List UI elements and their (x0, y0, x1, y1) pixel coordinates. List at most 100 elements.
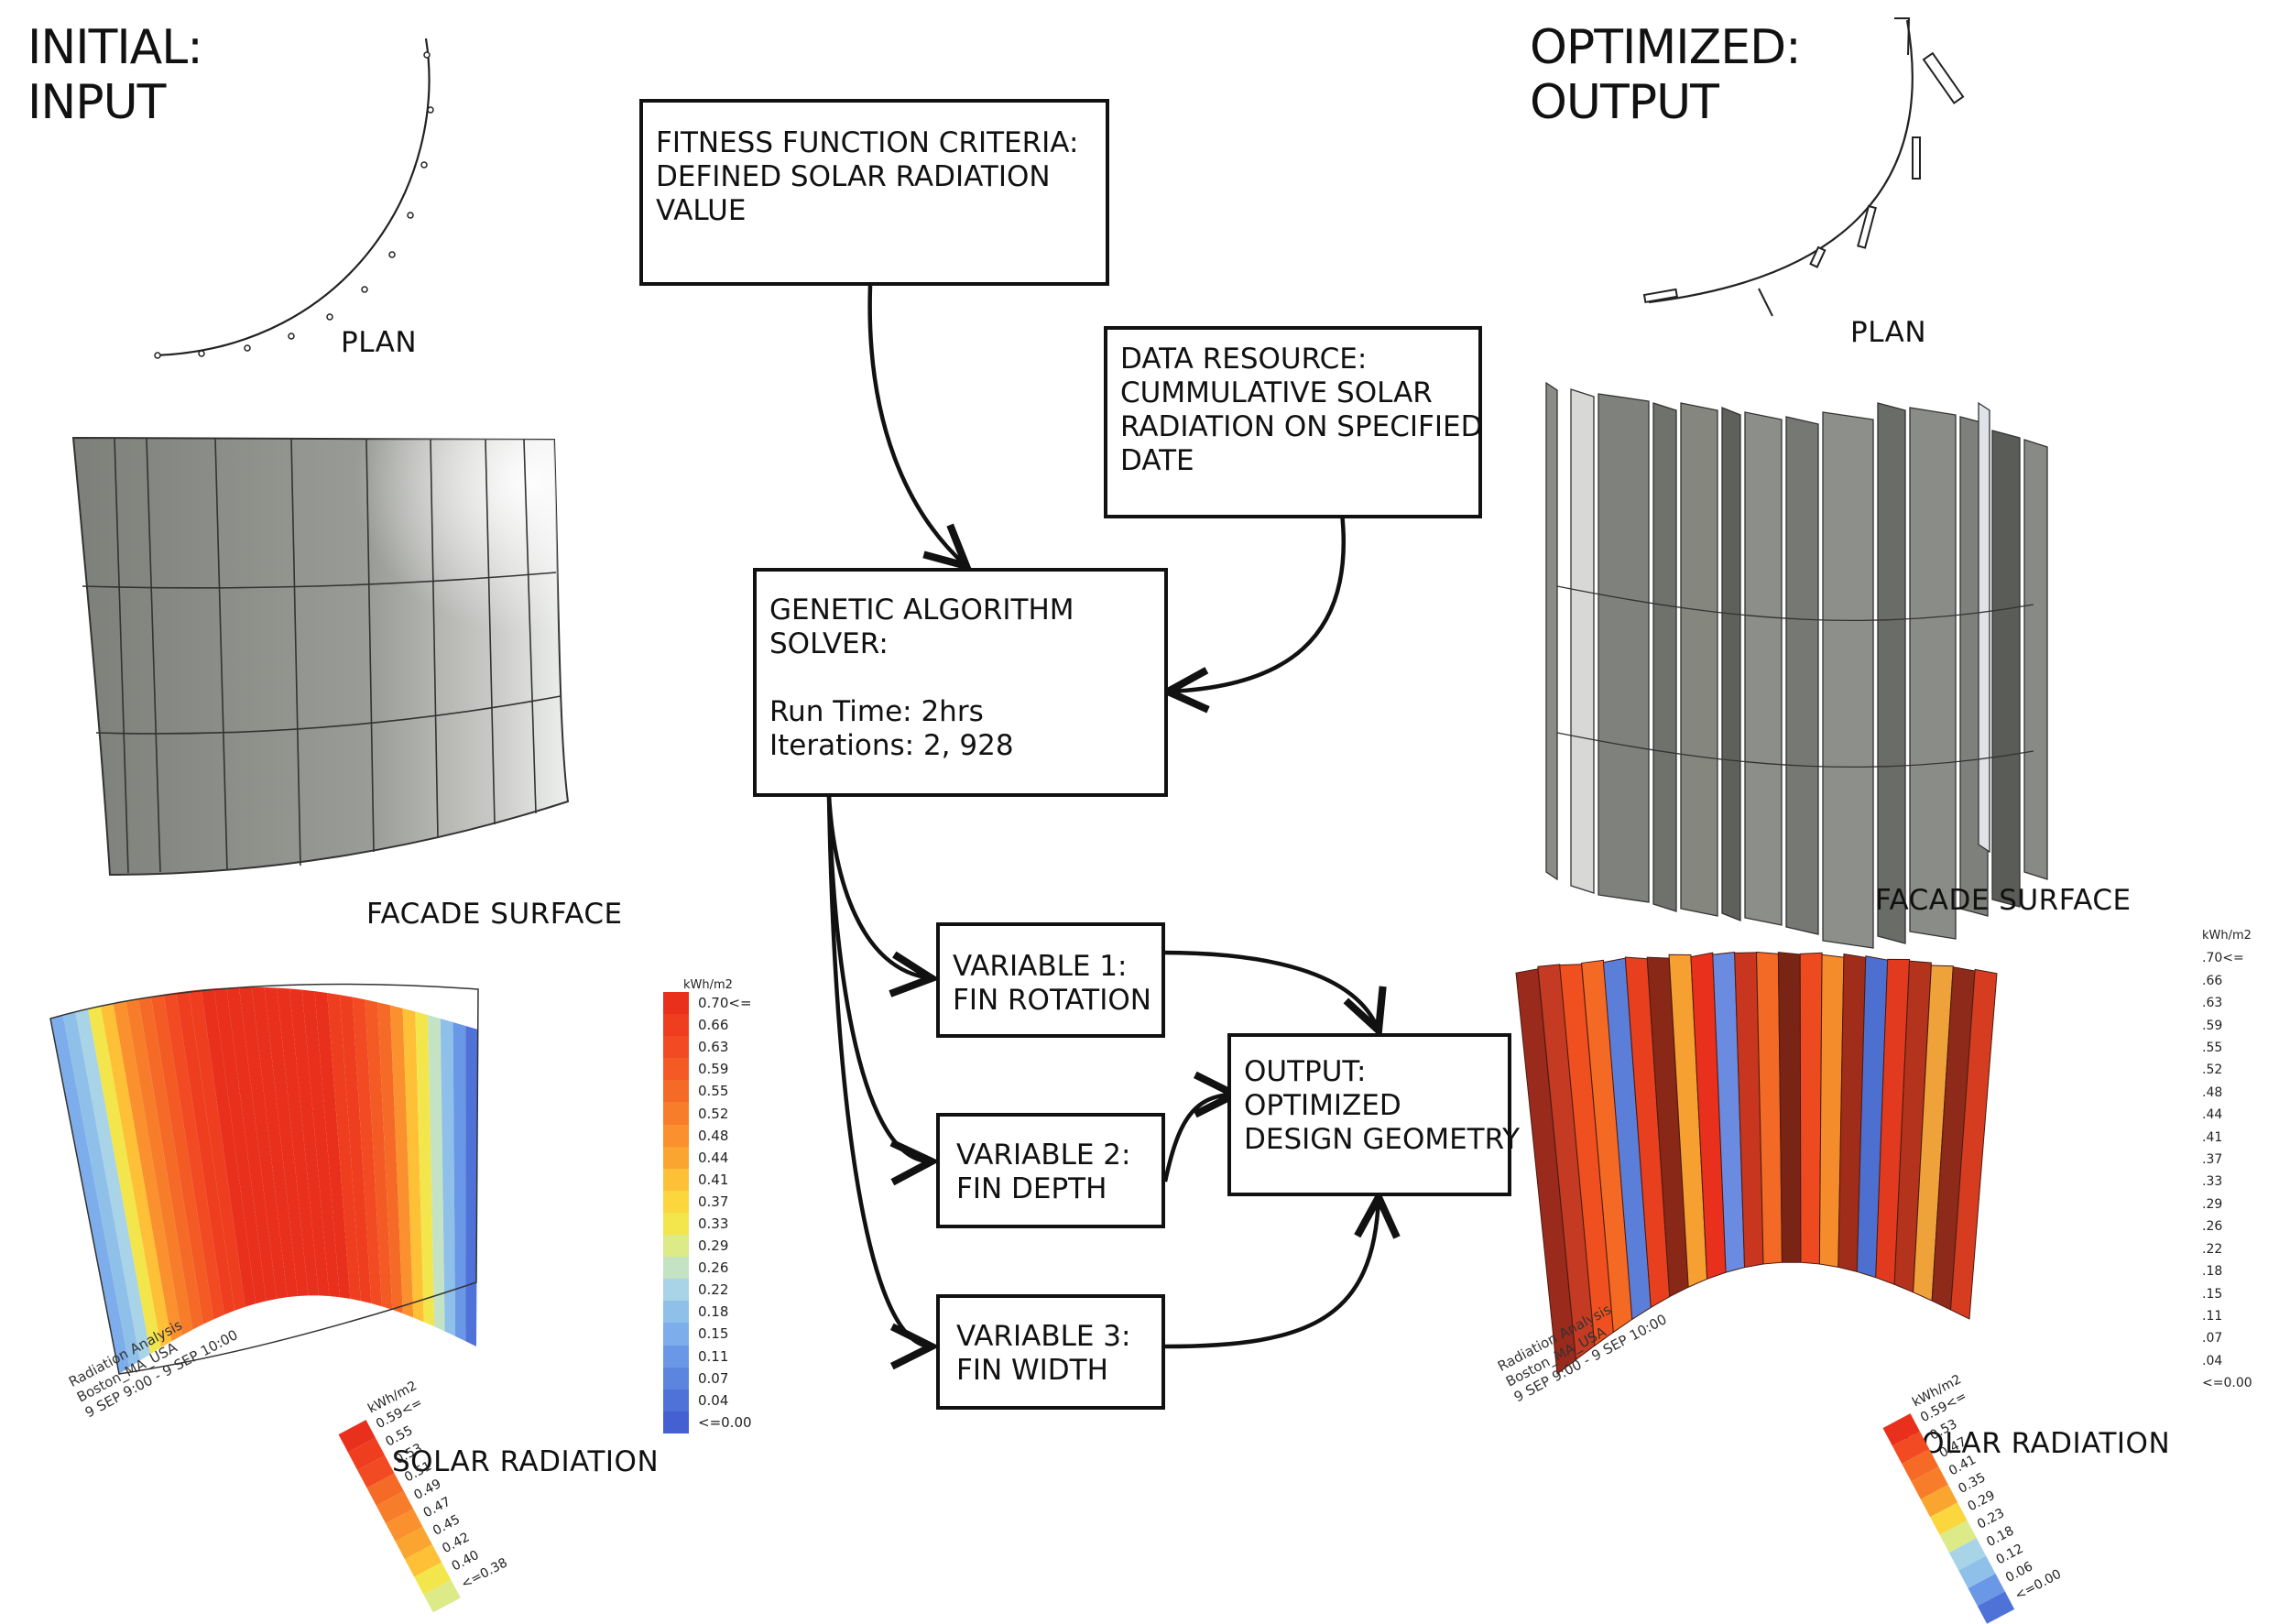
legend-swatch (663, 1279, 689, 1301)
legend-value: .44 (2202, 1104, 2252, 1126)
initial-legend-row: 0.15 (663, 1323, 752, 1345)
legend-value: 0.70<= (698, 995, 752, 1011)
legend-value: .52 (2202, 1059, 2252, 1081)
legend-value: .48 (2202, 1082, 2252, 1104)
legend-value: .55 (2202, 1037, 2252, 1059)
genetic-algorithm-solver-box: GENETIC ALGORITHM SOLVER: Run Time: 2hrs… (753, 568, 1168, 797)
initial-legend-row: 0.66 (663, 1014, 752, 1036)
legend-value: 0.07 (698, 1370, 728, 1387)
initial-plan-arc (155, 38, 433, 358)
legend-swatch (663, 1102, 689, 1124)
legend-swatch (663, 1368, 689, 1390)
legend-value: 0.48 (698, 1128, 728, 1144)
legend-value: .22 (2202, 1238, 2252, 1260)
optimized-title: OPTIMIZED: OUTPUT (1530, 20, 1801, 130)
facade-fin (1823, 412, 1873, 948)
legend-value: 0.22 (698, 1281, 728, 1298)
legend-value: .07 (2202, 1327, 2252, 1349)
legend-swatch (663, 1036, 689, 1058)
legend-value: 0.52 (698, 1106, 728, 1122)
legend-value: 0.59 (698, 1061, 728, 1077)
legend-swatch (663, 1323, 689, 1345)
legend-value: .26 (2202, 1215, 2252, 1237)
legend-swatch (663, 1257, 689, 1279)
output-box: OUTPUT: OPTIMIZED DESIGN GEOMETRY (1227, 1033, 1511, 1196)
initial-legend-row: 0.52 (663, 1102, 752, 1124)
initial-legend-row: 0.44 (663, 1147, 752, 1169)
legend-value: 0.44 (698, 1150, 728, 1166)
legend-value: .37 (2202, 1149, 2252, 1171)
legend-swatch (663, 1147, 689, 1169)
optimized-legend: kWh/m2 .70<=.66.63.59.55.52.48.44.41.37.… (2202, 925, 2252, 1395)
initial-plan-label: PLAN (341, 326, 417, 359)
initial-legend-row: 0.70<= (663, 992, 752, 1014)
legend-value: 0.26 (698, 1259, 728, 1276)
facade-fin (1878, 403, 1905, 943)
facade-fin (1745, 412, 1782, 925)
facade-fin (1786, 417, 1818, 934)
legend-value: .18 (2202, 1260, 2252, 1282)
radiation-fin (1778, 953, 1801, 1263)
initial-solar-surface (50, 985, 478, 1374)
facade-fin (2024, 440, 2047, 879)
legend-swatch (663, 1080, 689, 1102)
legend-value: <=0.00 (2202, 1372, 2252, 1394)
legend-swatch (663, 1058, 689, 1080)
facade-fin (1546, 383, 1557, 879)
initial-legend-unit: kWh/m2 (683, 978, 733, 992)
initial-facade-surface (73, 438, 568, 875)
radiation-fin (1800, 953, 1822, 1264)
legend-swatch (663, 1301, 689, 1323)
legend-value: 0.37 (698, 1193, 728, 1210)
legend-value: 0.04 (698, 1392, 728, 1409)
legend-swatch (663, 1411, 689, 1433)
variable-3-box: VARIABLE 3: FIN WIDTH (936, 1294, 1165, 1410)
initial-legend-row: 0.59 (663, 1058, 752, 1080)
initial-legend-row: 0.04 (663, 1390, 752, 1411)
initial-legend-row: 0.07 (663, 1368, 752, 1390)
facade-fin (1598, 394, 1649, 902)
optimized-plan-label: PLAN (1850, 316, 1926, 349)
legend-value: 0.66 (698, 1017, 728, 1033)
legend-value: 0.33 (698, 1215, 728, 1232)
initial-legend-row: 0.29 (663, 1235, 752, 1257)
legend-value: 0.63 (698, 1039, 728, 1055)
legend-value: .66 (2202, 970, 2252, 992)
legend-swatch (663, 1169, 689, 1191)
facade-fin (1681, 403, 1718, 916)
legend-value: .63 (2202, 992, 2252, 1014)
legend-swatch (663, 1346, 689, 1368)
legend-value: .04 (2202, 1350, 2252, 1372)
legend-value: .11 (2202, 1305, 2252, 1327)
legend-value: 0.11 (698, 1348, 728, 1365)
fitness-function-box: FITNESS FUNCTION CRITERIA: DEFINED SOLAR… (639, 99, 1109, 286)
initial-facade-label: FACADE SURFACE (366, 898, 623, 931)
facade-fin (1653, 403, 1676, 911)
legend-swatch (663, 1125, 689, 1147)
initial-legend-row: 0.11 (663, 1346, 752, 1368)
legend-swatch (663, 1213, 689, 1235)
legend-value: .15 (2202, 1283, 2252, 1305)
legend-value: .41 (2202, 1127, 2252, 1149)
legend-swatch (663, 1014, 689, 1036)
initial-legend-row: 0.41 (663, 1169, 752, 1191)
initial-legend-row: 0.18 (663, 1301, 752, 1323)
legend-value: .33 (2202, 1171, 2252, 1193)
legend-value: 0.41 (698, 1172, 728, 1188)
facade-fin (1979, 403, 1990, 852)
variable-2-box: VARIABLE 2: FIN DEPTH (936, 1113, 1165, 1228)
initial-legend-row: 0.48 (663, 1125, 752, 1147)
legend-value: 0.55 (698, 1083, 728, 1099)
legend-value: .59 (2202, 1015, 2252, 1037)
legend-value: .70<= (2202, 947, 2252, 969)
legend-swatch (663, 992, 689, 1014)
legend-swatch (663, 1191, 689, 1213)
facade-fin (1910, 408, 1956, 939)
facade-fin (1722, 408, 1740, 921)
initial-legend-row: 0.33 (663, 1213, 752, 1235)
variable-1-box: VARIABLE 1: FIN ROTATION (936, 922, 1165, 1038)
optimized-facade-surface (1546, 383, 2047, 948)
legend-value: 0.18 (698, 1303, 728, 1320)
legend-value: 0.15 (698, 1325, 728, 1342)
legend-swatch (663, 1390, 689, 1411)
